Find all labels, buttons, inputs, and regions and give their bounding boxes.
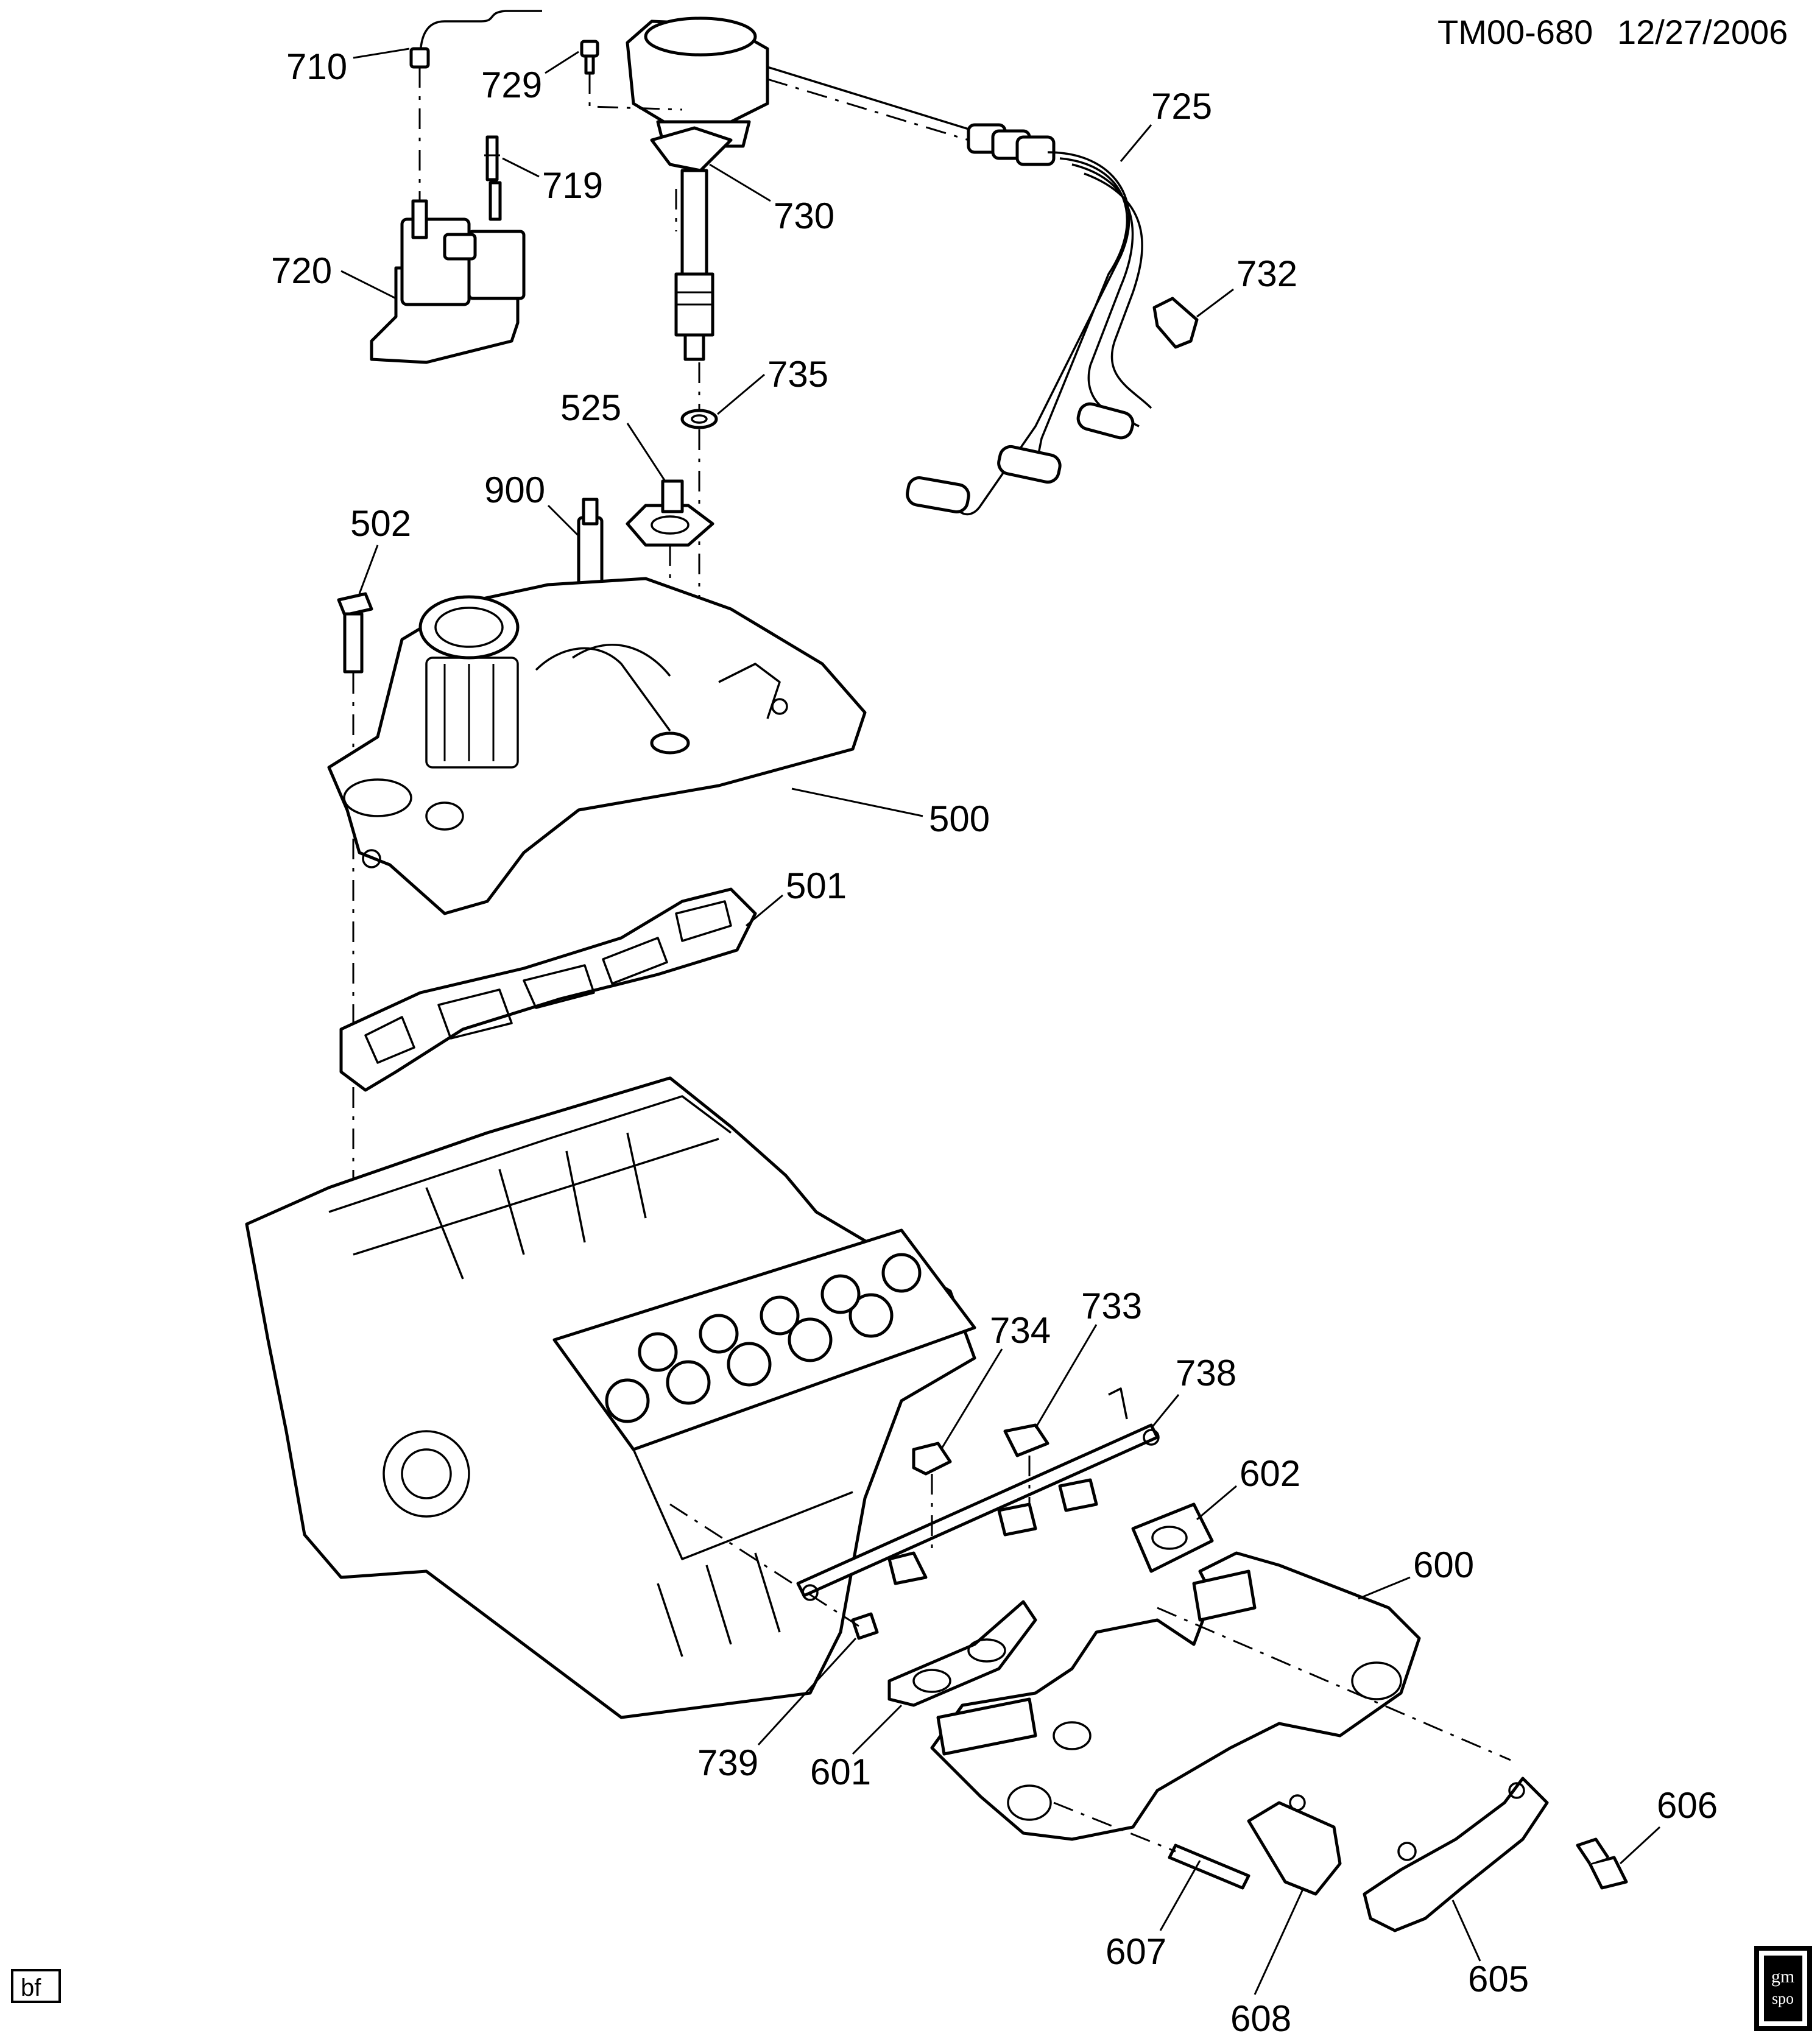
gm-spo-logo: gm spo (1754, 1946, 1812, 2031)
callout-725: 725 (1151, 86, 1212, 127)
part-608-heat-shield (1247, 1794, 1342, 1896)
callout-900: 900 (484, 470, 545, 510)
part-501-intake-gasket (339, 887, 757, 1092)
callouts: 710 729 725 719 730 720 732 735 525 900 … (271, 46, 1718, 2039)
callout-719: 719 (542, 165, 603, 206)
part-732-clip (1152, 297, 1199, 349)
part-710-wire (409, 10, 542, 201)
part-720-ignition-coil (370, 181, 526, 364)
callout-501: 501 (786, 865, 847, 906)
part-735-washer (680, 362, 718, 670)
part-900-stud (577, 498, 604, 586)
part-719-stud (484, 135, 500, 181)
part-525-sensor (626, 479, 714, 737)
callout-734: 734 (990, 1310, 1051, 1351)
diagram-ref-number: TM00-680 (1437, 13, 1593, 51)
callout-600: 600 (1413, 1544, 1474, 1585)
callout-607: 607 (1106, 1931, 1166, 1972)
callout-500: 500 (929, 798, 990, 839)
part-734-clip (912, 1442, 952, 1553)
callout-525: 525 (560, 387, 621, 428)
callout-729: 729 (481, 65, 542, 105)
callout-735: 735 (767, 354, 828, 395)
svg-text:spo: spo (1772, 1990, 1794, 2007)
part-605-heat-shield (1363, 1777, 1549, 1932)
callout-732: 732 (1236, 253, 1297, 294)
callout-738: 738 (1176, 1353, 1236, 1393)
callout-730: 730 (774, 195, 834, 236)
callout-733: 733 (1081, 1286, 1142, 1326)
part-729-screw (580, 40, 683, 111)
callout-720: 720 (271, 250, 332, 291)
callout-739: 739 (697, 1742, 758, 1783)
part-602-exhaust-gasket (1131, 1502, 1214, 1573)
callout-608: 608 (1230, 1998, 1291, 2039)
svg-text:gm: gm (1771, 1967, 1794, 1987)
part-606-bolt (1576, 1837, 1628, 1890)
part-730-distributor (626, 16, 769, 361)
callout-710: 710 (286, 46, 347, 87)
corner-tag: bf (11, 1969, 61, 2003)
callout-601: 601 (810, 1752, 871, 1792)
callout-602: 602 (1240, 1453, 1300, 1494)
callout-606: 606 (1657, 1785, 1718, 1826)
part-500-intake-manifold (327, 577, 867, 915)
part-607-stud (1053, 1801, 1250, 1890)
diagram-date: 12/27/2006 (1617, 13, 1788, 51)
corner-tag-text: bf (21, 1974, 41, 2001)
callout-502: 502 (350, 503, 411, 544)
part-725-spark-plug-wires (767, 66, 1152, 516)
part-601-exhaust-gasket (887, 1600, 1037, 1707)
callout-605: 605 (1468, 1959, 1529, 1999)
engine-block (245, 1076, 976, 1719)
part-600-exhaust-manifold (930, 1551, 1511, 1841)
part-733-clip (1003, 1423, 1049, 1504)
part-502-bolt (337, 592, 373, 1255)
part-739-bolt (669, 1503, 879, 1640)
